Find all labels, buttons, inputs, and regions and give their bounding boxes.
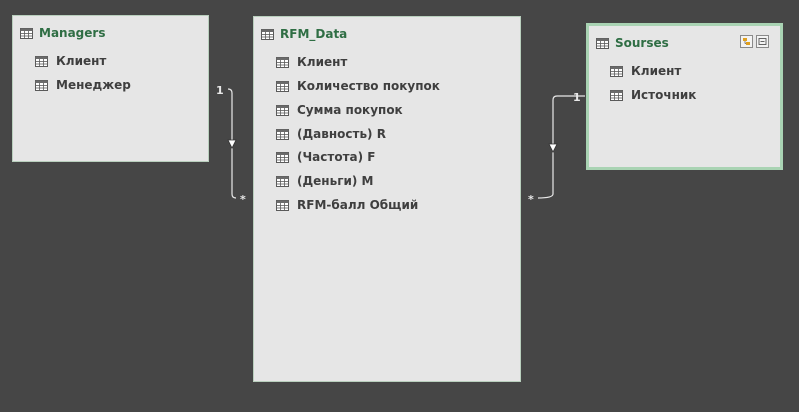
field-label: Клиент	[56, 54, 107, 68]
field-label: RFM-балл Общий	[297, 198, 419, 212]
field-item[interactable]: Количество покупок	[276, 77, 440, 95]
field-label: Клиент	[297, 55, 348, 69]
field-label: Клиент	[631, 64, 682, 78]
field-item[interactable]: Менеджер	[35, 76, 131, 94]
field-grid-icon	[610, 65, 623, 77]
table-sourses[interactable]: Sourses Клиент Источник	[586, 23, 783, 170]
field-grid-icon	[276, 128, 289, 140]
filter-direction-arrow	[548, 143, 558, 153]
field-label: (Деньги) M	[297, 174, 374, 188]
table-header[interactable]: RFM_Data	[261, 25, 347, 43]
table-grid-icon	[261, 28, 274, 40]
field-grid-icon	[276, 104, 289, 116]
field-item[interactable]: Клиент	[276, 53, 347, 71]
field-grid-icon	[35, 79, 48, 91]
field-label: Сумма покупок	[297, 103, 403, 117]
field-item[interactable]: (Давность) R	[276, 125, 386, 143]
table-header[interactable]: Managers	[20, 24, 105, 42]
field-item[interactable]: (Деньги) M	[276, 172, 373, 190]
table-managers[interactable]: Managers Клиент Менеджер	[12, 15, 209, 162]
field-item[interactable]: Сумма покупок	[276, 101, 403, 119]
field-grid-icon	[276, 151, 289, 163]
relationship-one-label-managers: 1	[216, 84, 224, 97]
relationship-line-sourses	[537, 95, 585, 199]
table-title: RFM_Data	[280, 27, 348, 41]
filter-direction-arrow	[227, 139, 237, 149]
field-item[interactable]: RFM-балл Общий	[276, 196, 418, 214]
relationship-one-label-sourses: 1	[573, 91, 581, 104]
table-rfm-data[interactable]: RFM_Data Клиент Количество покупок Сумма…	[253, 16, 521, 382]
field-grid-icon	[276, 175, 289, 187]
field-item[interactable]: Клиент	[610, 62, 681, 80]
field-grid-icon	[276, 56, 289, 68]
field-label: (Давность) R	[297, 127, 386, 141]
field-item[interactable]: Источник	[610, 86, 696, 104]
field-item[interactable]: (Частота) F	[276, 148, 376, 166]
relationship-many-label-sourses: *	[528, 193, 534, 206]
field-grid-icon	[276, 199, 289, 211]
field-label: Источник	[631, 88, 697, 102]
table-grid-icon	[596, 37, 609, 49]
field-grid-icon	[35, 55, 48, 67]
field-label: Количество покупок	[297, 79, 440, 93]
table-title: Managers	[39, 26, 106, 40]
field-grid-icon	[276, 80, 289, 92]
relationship-many-label-managers: *	[240, 193, 246, 206]
field-label: Менеджер	[56, 78, 131, 92]
minimize-icon[interactable]	[756, 35, 769, 48]
table-grid-icon	[20, 27, 33, 39]
hierarchy-icon[interactable]	[740, 35, 753, 48]
table-title: Sourses	[615, 36, 669, 50]
field-item[interactable]: Клиент	[35, 52, 106, 70]
field-grid-icon	[610, 89, 623, 101]
field-label: (Частота) F	[297, 150, 376, 164]
table-header[interactable]: Sourses	[596, 34, 669, 52]
